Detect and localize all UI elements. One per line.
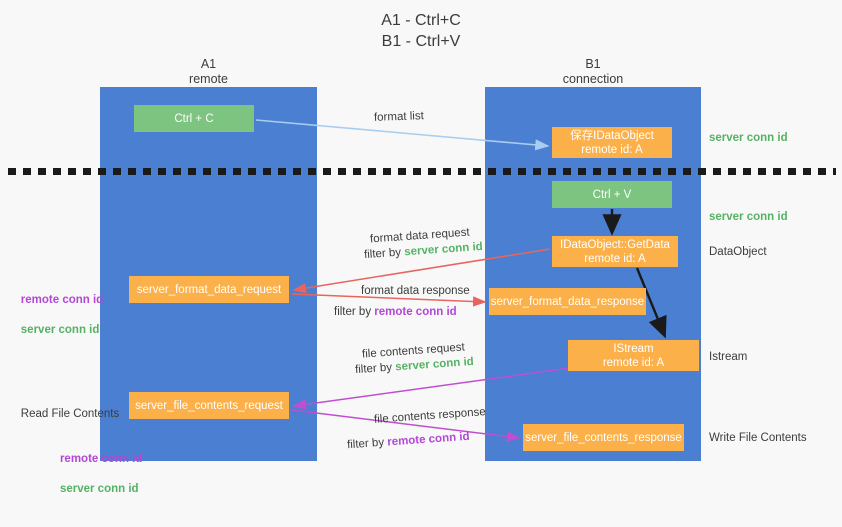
phase-divider-dashed-line: [8, 168, 836, 175]
filter-by-text-4: filter by: [346, 436, 388, 452]
label-filter-by-remote-conn-id-file: filter by remote conn id: [347, 430, 470, 454]
note-istream: Istream: [709, 351, 748, 363]
label-file-contents-response: file contents response: [373, 406, 487, 426]
filter-by-text-2: filter by: [334, 306, 375, 318]
box-server-format-data-response[interactable]: server_format_data_response: [489, 288, 646, 315]
label-filter-by-remote-conn-id-format: filter by remote conn id: [334, 305, 457, 320]
box-ctrl-v[interactable]: Ctrl + V: [552, 181, 672, 208]
page-title: A1 - Ctrl+C B1 - Ctrl+V: [381, 12, 461, 50]
note-write-file-contents: Write File Contents: [709, 432, 807, 444]
diagram-canvas: A1 - Ctrl+C B1 - Ctrl+V A1 remote B1 con…: [8, 12, 836, 495]
label-format-data-response: format data response: [361, 285, 470, 297]
remote-conn-id-text-1: remote conn id: [374, 306, 457, 318]
column-header-a1: A1 remote: [189, 57, 228, 86]
label-format-list: format list: [373, 110, 425, 124]
note-dataobject: DataObject: [709, 246, 767, 258]
box-server-format-data-request[interactable]: server_format_data_request: [129, 276, 289, 303]
box-istream[interactable]: IStream remote id: A: [568, 340, 699, 371]
remote-conn-id-text-2: remote conn id: [386, 430, 470, 449]
box-idataobject-getdata[interactable]: IDataObject::GetData remote id: A: [552, 236, 678, 267]
note-server-conn-id-1: server conn id: [20, 324, 100, 336]
box-server-file-contents-request[interactable]: server_file_contents_request: [129, 392, 289, 419]
note-remote-conn-id-1: remote conn id: [20, 294, 104, 306]
note-server-conn-id-top: server conn id: [709, 132, 788, 144]
note-read-file-contents: Read File Contents: [20, 408, 120, 420]
filter-by-text-3: filter by: [354, 361, 396, 377]
box-save-idataobject[interactable]: 保存IDataObject remote id: A: [552, 127, 672, 158]
note-server-conn-id-mid: server conn id: [709, 211, 788, 223]
filter-by-text-1: filter by: [363, 246, 405, 262]
server-conn-id-text-2: server conn id: [394, 355, 475, 374]
box-server-file-contents-response[interactable]: server_file_contents_response: [523, 424, 684, 451]
column-header-b1: B1 connection: [562, 57, 624, 86]
note-conn-ids-format: remote conn id server conn id: [8, 278, 103, 353]
box-ctrl-c[interactable]: Ctrl + C: [134, 105, 254, 132]
note-remote-conn-id-2: remote conn id: [59, 453, 143, 465]
server-conn-id-text-1: server conn id: [403, 240, 484, 259]
